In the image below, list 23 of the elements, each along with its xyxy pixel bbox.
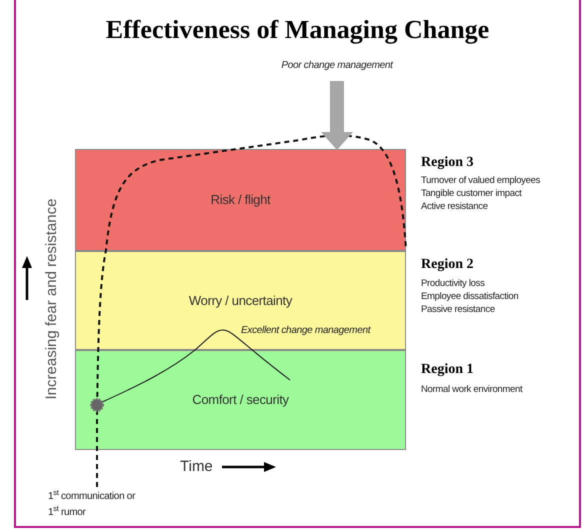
region-note: Active resistance bbox=[421, 201, 489, 213]
zone-band bbox=[75, 350, 406, 450]
diagram-title: Effectiveness of Managing Change bbox=[104, 14, 490, 46]
region-note: Tangible customer impact bbox=[421, 188, 523, 200]
axis-label: Increasing fear and resistance bbox=[43, 198, 61, 402]
region-heading: Region 3 bbox=[421, 155, 474, 171]
zone-band bbox=[75, 251, 406, 350]
zone-label: Risk / flight bbox=[210, 191, 270, 210]
curve-label: Excellent change management bbox=[241, 325, 372, 337]
region-note: Employee dissatisfaction bbox=[421, 291, 520, 303]
start-note: 1$^{st}$ communication or 1$^{st}$ rumor bbox=[48, 489, 136, 520]
arrow bbox=[321, 81, 353, 150]
region-heading: Region 2 bbox=[421, 257, 474, 273]
region-note: Passive resistance bbox=[421, 304, 496, 316]
region-note: Productivity loss bbox=[421, 278, 486, 290]
callout-text: Poor change management bbox=[262, 59, 412, 75]
zone-label: Worry / uncertainty bbox=[188, 292, 292, 310]
region-note: Normal work environment bbox=[421, 384, 524, 396]
zone-band bbox=[75, 149, 406, 251]
region-note: Turnover of valued employees bbox=[421, 175, 542, 187]
zone-label: Comfort / security bbox=[192, 391, 289, 410]
region-heading: Region 1 bbox=[421, 362, 474, 378]
axis-label: Time bbox=[180, 458, 214, 476]
